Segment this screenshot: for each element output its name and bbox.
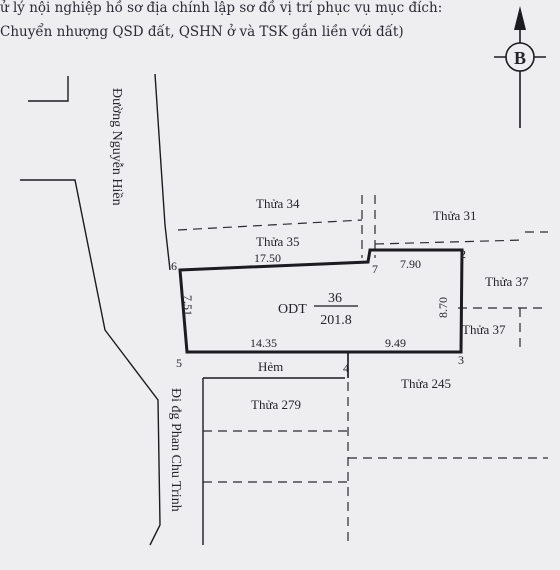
parcel-37a-label: Thửa 37 — [485, 274, 529, 289]
dim-top-right: 7.90 — [400, 257, 421, 271]
dim-bottom-left: 14.35 — [250, 336, 277, 350]
road-edge-left — [20, 179, 161, 546]
vertex-7: 7 — [372, 262, 378, 276]
parcel-245-label: Thửa 245 — [401, 376, 451, 391]
north-compass: B — [494, 6, 546, 128]
compass-ring — [505, 42, 535, 72]
dim-bottom-right: 9.49 — [385, 336, 406, 350]
header-line-2: Chuyển nhượng QSD đất, QSHN ở và TSK gắn… — [0, 24, 404, 40]
corner-mark — [28, 76, 69, 102]
main-parcel-boundary — [178, 248, 464, 354]
parcel-34-label: Thửa 34 — [256, 196, 300, 211]
vertex-4: 4 — [343, 361, 349, 375]
north-arrow-icon — [514, 6, 526, 30]
parcel-37b-label: Thửa 37 — [462, 322, 506, 337]
parcel-area: 201.8 — [320, 313, 352, 328]
land-type-label: ODT — [278, 302, 307, 317]
header-line-1: ử lý nội nghiệp hồ sơ địa chính lập sơ đ… — [0, 0, 443, 16]
vertex-5: 5 — [176, 356, 182, 370]
parcel-35-label: Thửa 35 — [256, 234, 300, 249]
compass-letter: B — [514, 48, 526, 68]
street-phan-chu-trinh-label: Đi đg Phan Chu Trinh — [168, 388, 183, 512]
vertex-3: 3 — [458, 353, 464, 367]
boundary-34-35 — [177, 219, 363, 231]
parcel-31-label: Thửa 31 — [433, 208, 477, 223]
dim-left: 7.51 — [181, 295, 195, 316]
street-nguyen-hien-label: Đường Nguyễn Hiền — [109, 88, 124, 206]
parcel-number: 36 — [328, 291, 342, 306]
boundary-31 — [374, 239, 526, 245]
vertex-6: 6 — [171, 259, 177, 273]
vertex-2: 2 — [460, 247, 466, 261]
dim-right: 8.70 — [436, 297, 450, 318]
road-edge-right — [154, 73, 171, 271]
dim-top-left: 17.50 — [254, 251, 281, 265]
alley-label: Hẻm — [258, 359, 283, 374]
parcel-279-label: Thửa 279 — [251, 397, 301, 412]
